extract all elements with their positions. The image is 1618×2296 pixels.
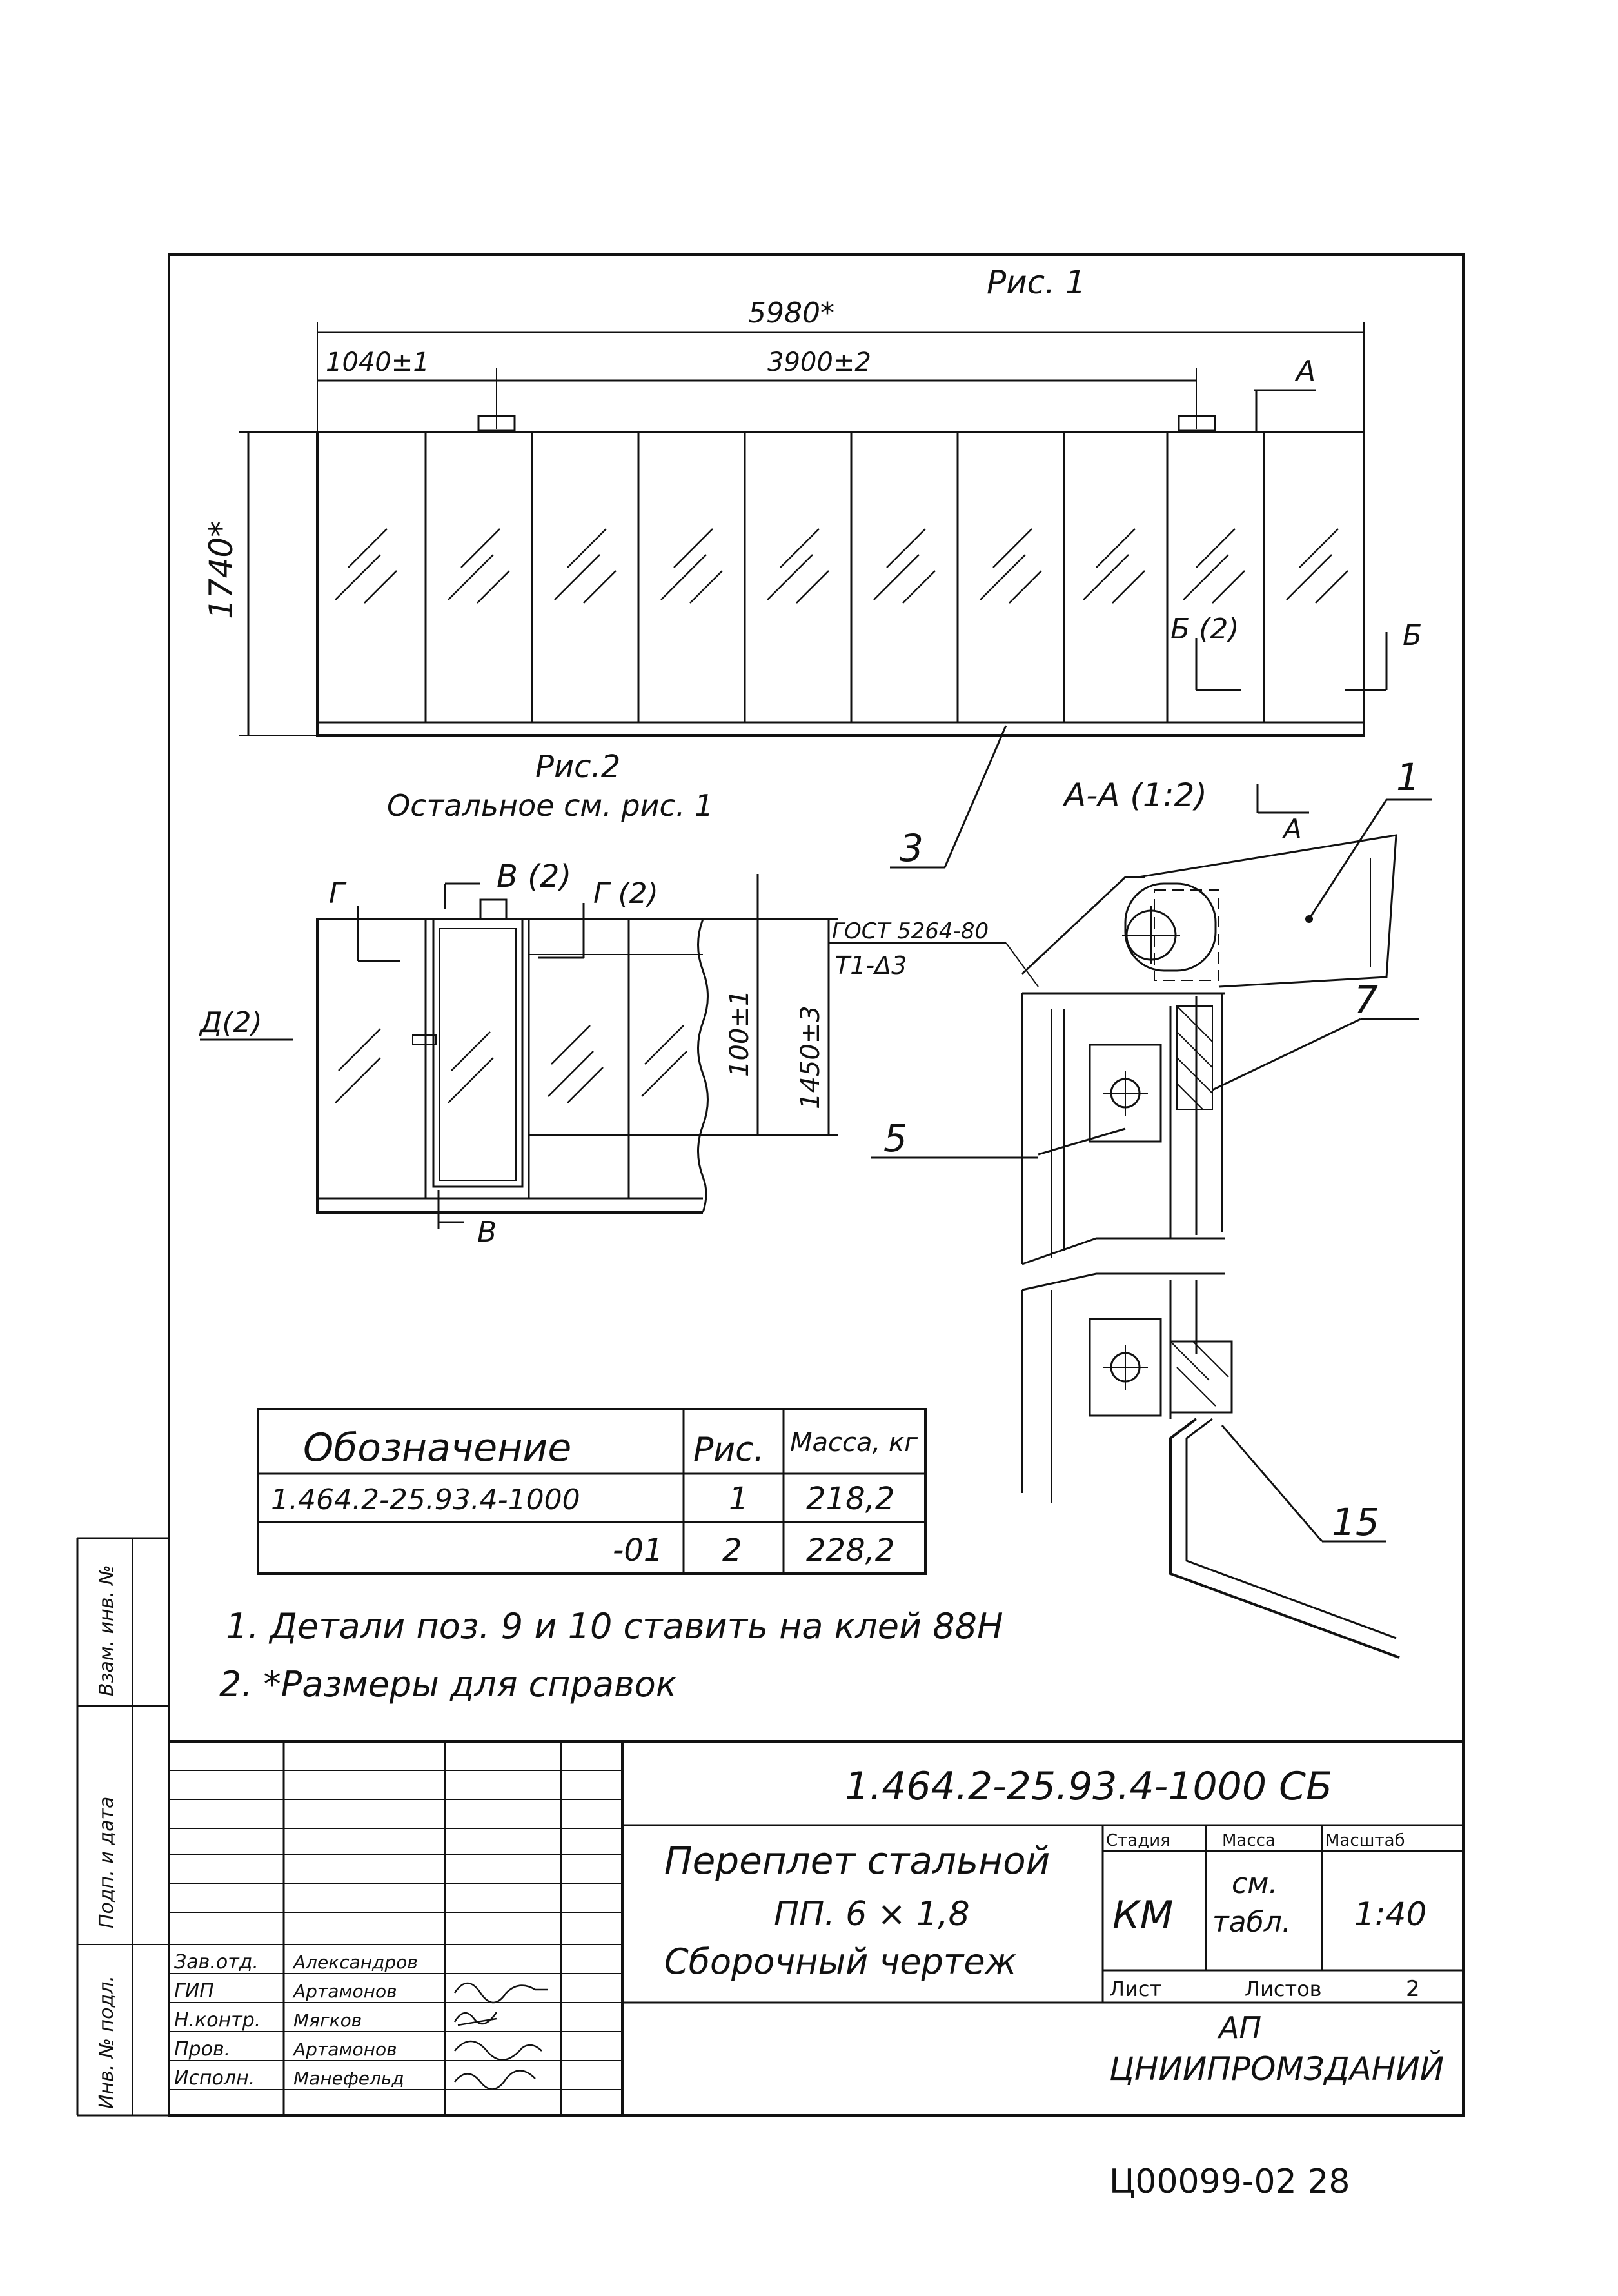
- title-scale: 1:40: [1354, 1895, 1426, 1933]
- table-cell: 1.464.2-25.93.4-1000: [271, 1483, 580, 1516]
- staff-name: Мягков: [293, 2010, 362, 2031]
- title-doc-code: 1.464.2-25.93.4-1000 СБ: [845, 1764, 1332, 1809]
- side-stamp-sign-date: Подп. и дата: [95, 1797, 118, 1928]
- fig2-note: Остальное см. рис. 1: [387, 788, 713, 823]
- title-col-stage: Стадия: [1106, 1831, 1170, 1850]
- fig1-dim-mid: 3900±2: [767, 348, 871, 377]
- title-name-1: Переплет стальной: [664, 1839, 1050, 1883]
- staff-name: Артамонов: [292, 2039, 397, 2060]
- staff-name: Манефельд: [293, 2068, 404, 2089]
- fig2-label-v2: В (2): [497, 858, 571, 895]
- table-cell: -01: [613, 1532, 663, 1569]
- fig2-dim-100: 100±1: [725, 990, 755, 1077]
- mass-table-header-mass: Масса, кг: [790, 1428, 918, 1458]
- side-stamp: Взам. инв. № Подп. и дата Инв. № подл.: [76, 1537, 169, 2117]
- fig2-label-d2: Д(2): [199, 1006, 262, 1039]
- side-stamp-inv-orig: Инв. № подл.: [95, 1975, 118, 2109]
- fig2-title: Рис.2: [535, 749, 620, 785]
- staff-role: Пров.: [174, 2038, 230, 2061]
- title-name-2: ПП. 6 × 1,8: [774, 1895, 970, 1934]
- fig1-dim-height: 1740*: [202, 521, 240, 619]
- title-col-mass: Масса: [1222, 1831, 1276, 1850]
- fig2-dim-1450: 1450±3: [796, 1005, 825, 1109]
- table-cell: 218,2: [806, 1481, 894, 1517]
- sheet-frame: [168, 253, 1465, 2117]
- title-name-3: Сборочный чертеж: [664, 1941, 1017, 1982]
- footer-code: Ц00099-02 28: [1109, 2162, 1350, 2201]
- figure-2: Рис.2 Остальное см. рис. 1 В (2) Г (2) Г…: [199, 749, 838, 1249]
- staff-role: Н.контр.: [174, 2009, 261, 2032]
- section-aa-title: А-А (1:2): [1062, 777, 1207, 814]
- staff-role: Исполн.: [174, 2067, 255, 2090]
- notes: 1. Детали поз. 9 и 10 ставить на клей 88…: [219, 1606, 1003, 1705]
- table-cell: 1: [729, 1481, 749, 1517]
- section-aa-arrow: А: [1281, 813, 1302, 845]
- fig1-title: Рис. 1: [987, 264, 1086, 301]
- figure-1: Рис. 1 5980* 1040±1 3900±2 А: [202, 264, 1422, 870]
- title-stage: КМ: [1112, 1893, 1173, 1938]
- fig1-dim-left: 1040±1: [326, 348, 429, 377]
- section-aa-gost-1: ГОСТ 5264-80: [832, 918, 989, 944]
- mass-table-header-designation: Обозначение: [303, 1425, 571, 1470]
- staff-role: Зав.отд.: [174, 1951, 259, 1974]
- fig1-section-b: Б: [1403, 619, 1422, 652]
- staff-name: Александров: [292, 1952, 418, 1973]
- title-mass-2: табл.: [1212, 1906, 1291, 1939]
- title-mass-1: см.: [1232, 1867, 1278, 1900]
- title-sheets-value: 2: [1406, 1976, 1420, 2002]
- table-cell: 2: [722, 1532, 742, 1569]
- note-1: 1. Детали поз. 9 и 10 ставить на клей 88…: [226, 1606, 1003, 1647]
- callout-3: 3: [900, 826, 923, 870]
- title-block: Зав.отд. Александров ГИП Артамонов Н.кон…: [169, 1740, 1463, 2115]
- table-cell: 228,2: [806, 1532, 894, 1569]
- section-aa: А-А (1:2) А ГОСТ 5264-80 Т1-Δ3 1: [829, 755, 1432, 1659]
- fig1-dim-total: 5980*: [748, 297, 834, 330]
- callout-15: 15: [1332, 1500, 1379, 1544]
- fig2-label-v: В: [477, 1216, 497, 1249]
- section-aa-gost-2: Т1-Δ3: [835, 951, 907, 980]
- mass-table: Обозначение Рис. Масса, кг 1.464.2-25.93…: [257, 1408, 927, 1575]
- callout-1: 1: [1396, 755, 1420, 799]
- fig1-section-a: А: [1294, 355, 1316, 388]
- title-org-2: ЦНИИПРОМЗДАНИЙ: [1109, 2050, 1444, 2088]
- fig1-section-b2: Б (2): [1170, 613, 1239, 646]
- title-col-scale: Масштаб: [1325, 1831, 1405, 1850]
- title-sheet-label: Лист: [1109, 1977, 1161, 2001]
- callout-5: 5: [883, 1116, 907, 1160]
- mass-table-header-fig: Рис.: [693, 1430, 764, 1469]
- fig2-label-g2: Г (2): [593, 877, 658, 910]
- side-stamp-inv-replaced: Взам. инв. №: [95, 1565, 118, 1696]
- callout-7: 7: [1354, 978, 1378, 1022]
- staff-name: Артамонов: [292, 1981, 397, 2002]
- title-sheets-label: Листов: [1245, 1977, 1322, 2001]
- staff-role: ГИП: [174, 1980, 214, 2003]
- fig2-label-g: Г: [329, 877, 347, 910]
- title-org-1: АП: [1217, 2010, 1261, 2045]
- note-2: 2. *Размеры для справок: [219, 1664, 677, 1705]
